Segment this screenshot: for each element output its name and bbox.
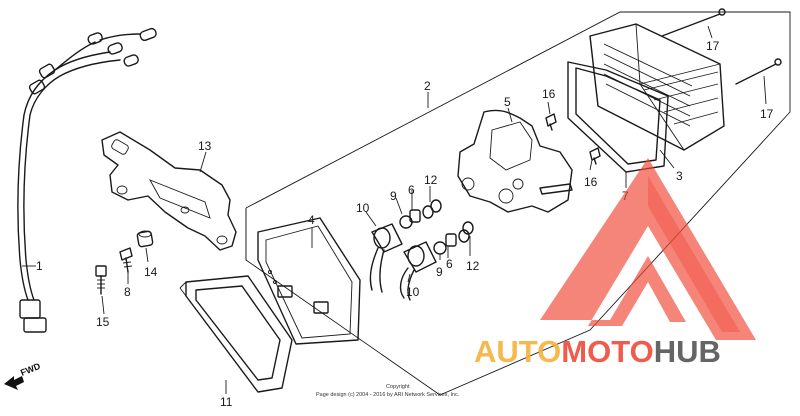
watermark-part1: AUTO <box>474 334 561 369</box>
lens-gasket <box>567 61 669 173</box>
watermark-part3: HUB <box>654 334 721 369</box>
callout-10b: 10 <box>406 285 420 299</box>
bolt <box>95 265 107 295</box>
lens-frame <box>179 275 293 393</box>
callout-6b: 6 <box>446 257 453 271</box>
screw-16-lower <box>589 147 601 165</box>
watermark-logo: AUTOMOTOHUB <box>474 158 756 369</box>
bulb-upper <box>409 205 434 223</box>
callout-6a: 6 <box>408 183 415 197</box>
callout-16a: 16 <box>542 87 556 101</box>
callout-17a: 17 <box>706 39 720 53</box>
gasket-lower <box>433 241 447 255</box>
forward-indicator: FWD <box>4 361 42 390</box>
screw <box>119 247 133 273</box>
long-screw-upper <box>661 8 726 37</box>
callout-3: 3 <box>676 169 683 183</box>
callout-16b: 16 <box>584 175 598 189</box>
callout-13: 13 <box>198 139 212 153</box>
callout-9b: 9 <box>436 265 443 279</box>
watermark-part2: MOTO <box>561 334 653 369</box>
callout-1: 1 <box>36 259 43 273</box>
socket-lower <box>399 241 437 301</box>
callout-11: 11 <box>220 395 233 409</box>
tail-lens <box>589 23 725 151</box>
watermark-text: AUTOMOTOHUB <box>474 334 721 369</box>
copyright-line1: Copyright <box>386 384 410 390</box>
screw-16-upper <box>545 113 557 131</box>
callout-17b: 17 <box>760 107 774 121</box>
callout-14: 14 <box>144 265 158 279</box>
callout-2: 2 <box>424 79 431 93</box>
callout-10a: 10 <box>356 201 370 215</box>
copyright-line2: Page design (c) 2004 - 2016 by ARI Netwo… <box>316 392 460 398</box>
collar <box>136 230 154 248</box>
long-screw-lower <box>735 58 782 85</box>
wire-harness <box>17 27 157 333</box>
callout-12a: 12 <box>424 173 438 187</box>
callout-9a: 9 <box>390 189 397 203</box>
license-bracket <box>101 131 237 251</box>
callout-5: 5 <box>504 95 511 109</box>
socket-upper <box>369 223 403 293</box>
callout-15: 15 <box>96 315 110 329</box>
small-bulb-lower <box>462 221 474 235</box>
copyright-block: Copyright Page design (c) 2004 - 2016 by… <box>316 384 460 398</box>
assembly-outline <box>245 11 791 396</box>
forward-arrow-icon <box>4 376 24 390</box>
forward-label: FWD <box>19 361 42 378</box>
callout-4: 4 <box>308 213 315 227</box>
callout-12b: 12 <box>466 259 480 273</box>
small-bulb-upper <box>430 199 442 213</box>
callout-8: 8 <box>124 285 131 299</box>
leader-lines <box>22 25 767 394</box>
center-bracket <box>457 109 573 213</box>
light-base <box>257 217 361 345</box>
